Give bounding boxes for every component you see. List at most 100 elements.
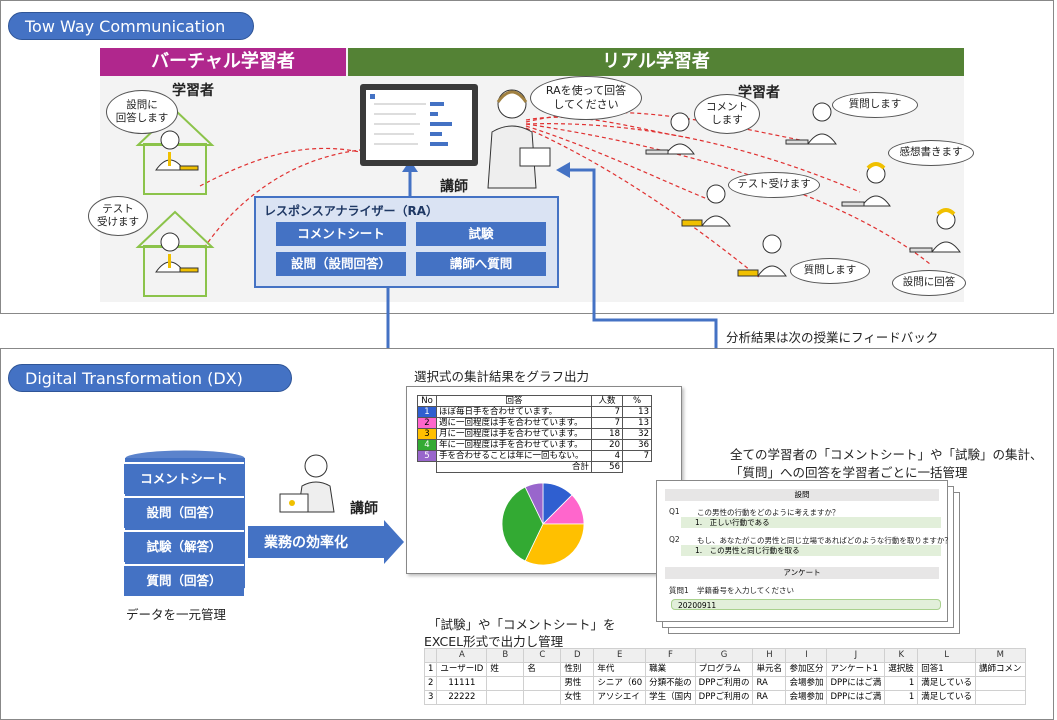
- learner-figure-icon: [645, 112, 695, 155]
- comment-sheet-button[interactable]: コメントシート: [276, 222, 406, 246]
- monitor-screen: [366, 90, 472, 160]
- instructor-label-bottom: 講師: [350, 501, 378, 517]
- xl-cell[interactable]: 職業: [645, 662, 696, 677]
- efficiency-label: 業務の効率化: [264, 535, 348, 551]
- xl-cell[interactable]: 11111: [436, 676, 488, 691]
- xl-cell[interactable]: アソシエイ: [593, 690, 647, 705]
- xl-cell[interactable]: [486, 690, 525, 705]
- xl-cell[interactable]: ユーザーID: [436, 662, 488, 677]
- xl-cell[interactable]: [523, 690, 562, 705]
- survey-sheet: 設問 Q1 この男性の行動をどのように考えますか？ 1. 正しい行動である Q2…: [656, 480, 952, 622]
- student-id-input[interactable]: 20200911: [671, 599, 941, 610]
- xl-cell[interactable]: DPPにはご満: [826, 676, 886, 691]
- xl-cell[interactable]: [523, 676, 562, 691]
- bubble-use-ra: RAを使って回答 してください: [530, 76, 642, 120]
- efficiency-arrow-icon: [248, 520, 404, 564]
- bubble-take-test: テスト 受けます: [88, 196, 148, 236]
- stack-comment-sheet: コメントシート: [124, 462, 244, 494]
- presentation-monitor: [360, 84, 478, 166]
- learner-figure-icon: [737, 234, 787, 277]
- learner-label-virtual: 学習者: [172, 83, 214, 99]
- stack-question-answer: 設問（回答）: [124, 496, 244, 528]
- xl-cell[interactable]: [486, 676, 525, 691]
- summary-panel: No 回答 人数 % 1 ほぼ毎日手を合わせています。 7 13 2 週に一回程…: [406, 386, 682, 574]
- xl-cell[interactable]: 男性: [560, 676, 595, 691]
- exam-button[interactable]: 試験: [416, 222, 546, 246]
- xl-cell[interactable]: 名: [523, 662, 562, 677]
- q2-answer[interactable]: 1. この男性と同じ行動を取る: [681, 545, 941, 556]
- xl-cell[interactable]: 1: [423, 662, 438, 677]
- table-row: 3 月に一回程度は手を合わせています。 18 32: [417, 428, 652, 440]
- xl-col: F: [645, 648, 696, 663]
- xl-cell[interactable]: [975, 676, 1026, 691]
- xl-cell[interactable]: DPPにはご満: [826, 690, 886, 705]
- xl-col: G: [694, 648, 754, 663]
- xl-cell[interactable]: 分類不能の: [645, 676, 696, 691]
- col-count: 人数: [591, 395, 623, 407]
- xl-cell[interactable]: 姓: [486, 662, 525, 677]
- learner-figure-icon: [155, 130, 199, 171]
- q1-answer[interactable]: 1. 正しい行動である: [681, 517, 941, 528]
- xl-cell[interactable]: RA: [752, 690, 787, 705]
- instructor-label: 講師: [440, 179, 468, 195]
- excel-label-2: EXCEL形式で出力し管理: [424, 634, 564, 649]
- xl-cell[interactable]: [975, 690, 1026, 705]
- xl-cell[interactable]: 女性: [560, 690, 595, 705]
- learner-label-real: 学習者: [738, 85, 780, 101]
- xl-cell[interactable]: プログラム: [694, 662, 754, 677]
- xl-cell[interactable]: 性別: [560, 662, 595, 677]
- xl-cell[interactable]: 会場参加: [785, 690, 828, 705]
- xl-cell[interactable]: シニア（60: [593, 676, 647, 691]
- xl-cell[interactable]: 満足している: [917, 676, 977, 691]
- xl-col: C: [523, 648, 562, 663]
- row-count: 7: [591, 417, 623, 429]
- xl-cell[interactable]: RA: [752, 676, 787, 691]
- xl-cell[interactable]: 学生（国内: [645, 690, 696, 705]
- xl-cell[interactable]: 会場参加: [785, 676, 828, 691]
- xl-col: K: [884, 648, 919, 663]
- xl-cell[interactable]: 回答1: [917, 662, 977, 677]
- xl-cell[interactable]: 満足している: [917, 690, 977, 705]
- xl-cell[interactable]: 22222: [436, 690, 488, 705]
- xl-cell[interactable]: 講師コメン: [975, 662, 1026, 677]
- dx-label: Digital Transformation (DX): [8, 364, 292, 392]
- learner-figure-icon: [841, 162, 891, 207]
- xl-cell[interactable]: 2: [423, 676, 438, 691]
- xl-col: [423, 648, 438, 663]
- xl-cell[interactable]: DPPご利用の: [694, 690, 754, 705]
- xl-col: D: [560, 648, 595, 663]
- learner-figure-icon: [909, 208, 961, 253]
- bubble-impression: 感想書きます: [888, 140, 974, 166]
- xl-cell[interactable]: 参加区分: [785, 662, 828, 677]
- ra-title: レスポンスアナライザー（RA）: [264, 204, 439, 218]
- xl-cell[interactable]: DPPご利用の: [694, 676, 754, 691]
- xl-col: B: [486, 648, 525, 663]
- xl-cell[interactable]: 1: [884, 690, 919, 705]
- total-count: 56: [591, 461, 623, 473]
- xl-cell[interactable]: 1: [884, 676, 919, 691]
- xl-cell[interactable]: 年代: [593, 662, 647, 677]
- bubble-take-test-right: テスト受けます: [728, 172, 820, 198]
- bubble-answer-question: 設問に 回答します: [106, 90, 178, 134]
- xl-cell[interactable]: 単元名: [752, 662, 787, 677]
- xl-col: L: [917, 648, 977, 663]
- bubble-comment: コメント します: [694, 94, 760, 134]
- row-count: 18: [591, 428, 623, 440]
- xl-cell[interactable]: 選択肢: [884, 662, 919, 677]
- bubble-question: 質問します: [832, 92, 918, 118]
- xl-cell[interactable]: 3: [423, 690, 438, 705]
- row-pct: 13: [622, 406, 652, 418]
- ask-instructor-button[interactable]: 講師へ質問: [416, 252, 546, 276]
- table-row: 1 ユーザーID 姓 名 性別 年代 職業 プログラム 単元名 参加区分 アンケ…: [423, 662, 1026, 677]
- virtual-learner-band: バーチャル学習者: [100, 48, 346, 76]
- pie-slice-3: [524, 523, 585, 566]
- xl-cell[interactable]: アンケート1: [826, 662, 886, 677]
- learner-figure-icon: [785, 102, 837, 145]
- bubble-answer-right: 設問に回答: [892, 270, 966, 296]
- table-row-total: 合計 56: [418, 461, 652, 473]
- row-pct: 32: [622, 428, 652, 440]
- row-no: 3: [417, 428, 437, 440]
- table-row: 4 年に一回程度は手を合わせています。 20 36: [417, 439, 652, 451]
- real-learner-band: リアル学習者: [348, 48, 964, 76]
- question-answer-button[interactable]: 設問（設問回答）: [276, 252, 406, 276]
